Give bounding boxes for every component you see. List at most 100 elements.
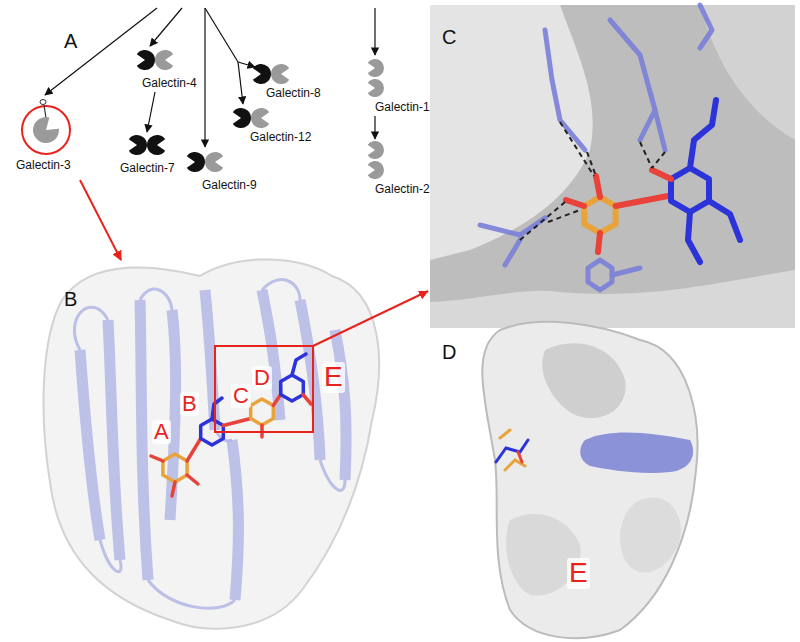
- binding-site-closeup-part: [430, 5, 795, 328]
- galectin-node: Galectin-1: [361, 58, 430, 114]
- binding-site-closeup-part: [480, 5, 712, 290]
- lineage-lines-part: [205, 8, 238, 62]
- lineage-lines-part: [238, 62, 243, 104]
- crd-shape: [187, 152, 205, 172]
- ligand-sticks-part: [251, 399, 274, 425]
- binding-site-closeup-part-part: [520, 202, 565, 240]
- galectin-node: Galectin-4: [134, 48, 197, 90]
- binding-site-closeup-part-part: [545, 30, 585, 150]
- site-letter: C: [231, 384, 251, 408]
- crd-shape: [155, 50, 173, 70]
- galectin-label: Galectin-9: [202, 178, 257, 192]
- crd-shape: [271, 64, 289, 84]
- site-letter: E: [322, 362, 345, 393]
- galectin-label: Galectin-12: [250, 130, 311, 144]
- crd-shape: [137, 50, 155, 70]
- binding-site-closeup-part-part: [584, 197, 615, 233]
- galectin-label: Galectin-3: [16, 158, 71, 172]
- binding-site-closeup: [430, 5, 795, 328]
- protein-structure: [44, 259, 379, 628]
- binding-site-closeup-part-part: [560, 122, 594, 176]
- galectin-node: Galectin-7: [120, 133, 175, 175]
- galectin-icon: [28, 98, 64, 144]
- binding-site-closeup-part-part: [652, 170, 671, 179]
- lineage-lines-part: [45, 8, 157, 95]
- crd-shape: [33, 117, 59, 143]
- galectin-label: Galectin-1: [375, 100, 430, 114]
- crd-shape: [233, 108, 251, 128]
- ligand-sticks: [151, 354, 311, 496]
- ligand-sticks-part: [281, 375, 304, 401]
- lineage-lines: [45, 8, 375, 147]
- crd-shape: [129, 135, 147, 155]
- zoom-arrow: [313, 291, 428, 346]
- binding-site-closeup-part-part: [688, 212, 700, 262]
- lineage-arrow: [147, 92, 155, 132]
- galectin-label: Galectin-7: [120, 161, 175, 175]
- crd-shape: [251, 108, 269, 128]
- panel-letter: C: [440, 26, 458, 48]
- surface-view-part: [542, 343, 625, 418]
- binding-site-closeup-part-part: [587, 152, 596, 176]
- panel-letter: A: [62, 30, 79, 52]
- site-letter: E: [567, 558, 590, 589]
- galectin-icon: [184, 150, 226, 174]
- lineage-lines-part: [150, 8, 182, 46]
- binding-site-closeup-part-part: [505, 240, 520, 265]
- binding-site-closeup-part-part: [598, 233, 600, 252]
- highlight-circle: [22, 106, 70, 154]
- galectin-label: Galectin-4: [142, 76, 197, 90]
- galectin-label: Galectin-8: [266, 86, 321, 100]
- lineage-arrow: [374, 116, 375, 139]
- binding-site-closeup-part: [430, 5, 593, 260]
- protein-structure-part: [44, 259, 379, 628]
- galectin-node: Galectin-3: [16, 98, 71, 172]
- tail-end: [40, 100, 46, 105]
- binding-site-closeup-part-part: [690, 100, 716, 168]
- tail-line: [44, 105, 46, 118]
- lineage-lines-part: [204, 8, 205, 147]
- site-box: [215, 346, 313, 432]
- surface-view-part-part: [518, 452, 522, 462]
- binding-site-closeup-part: [566, 100, 740, 262]
- galectin-icon: [250, 62, 292, 86]
- binding-site-closeup-part-part: [640, 142, 652, 168]
- surface-view-part: [482, 322, 697, 638]
- lineage-lines-part: [238, 62, 255, 67]
- crd-shape: [253, 64, 271, 84]
- site-letter: B: [180, 392, 199, 416]
- surface-view: [482, 322, 697, 638]
- binding-site-closeup-part-part: [548, 210, 580, 222]
- galectin-node: Galectin-2: [361, 140, 430, 196]
- galectin-node: Galectin-8: [250, 62, 321, 100]
- crd-shape: [368, 141, 384, 159]
- binding-site-closeup-part-part: [588, 260, 612, 290]
- ligand-sticks-part: [187, 475, 198, 484]
- binding-site-closeup-part-part: [566, 200, 584, 206]
- binding-site-closeup-part-part: [612, 268, 640, 275]
- binding-site-closeup-part-part: [655, 110, 665, 150]
- ligand-sticks-part: [151, 456, 163, 461]
- crd-shape: [205, 152, 223, 172]
- surface-view-part-part: [500, 430, 510, 438]
- crd-shape: [368, 59, 384, 77]
- galectin-label: Galectin-2: [375, 182, 430, 196]
- crd-shape: [147, 135, 165, 155]
- galectin-icon: [126, 133, 168, 157]
- surface-view-part-part: [496, 440, 528, 462]
- surface-view-part: [496, 430, 528, 470]
- binding-site-closeup-part-part: [596, 176, 600, 197]
- binding-site-closeup-part-part: [700, 5, 712, 48]
- ligand-sticks-part: [303, 395, 311, 405]
- galectin-node: Galectin-9: [184, 150, 257, 192]
- ligand-sticks-part: [187, 439, 201, 462]
- protein-structure-part: [44, 259, 379, 628]
- binding-site-closeup-part-part: [709, 201, 740, 240]
- binding-site-closeup-part-part: [610, 20, 655, 140]
- galectin-icon: [134, 48, 176, 72]
- lineage-lines-part: [374, 8, 375, 55]
